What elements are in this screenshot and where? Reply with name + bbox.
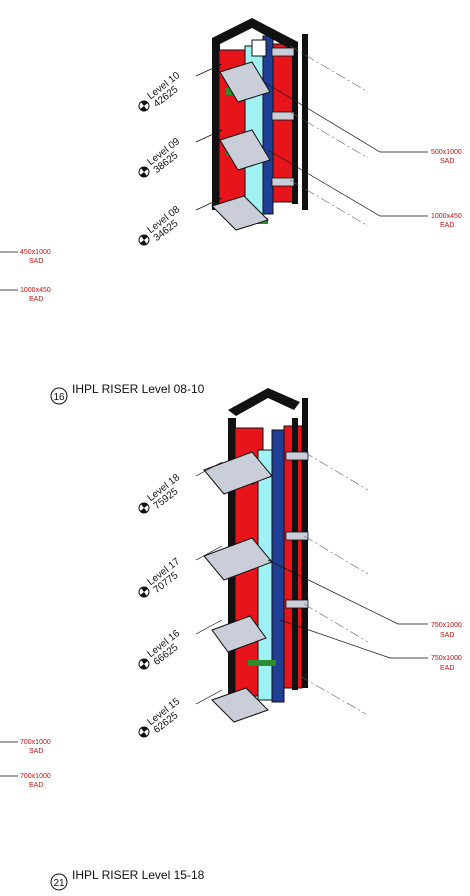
slab-level-08: [211, 195, 269, 231]
level-leaders-21: [195, 461, 223, 705]
top-block: [251, 39, 267, 57]
duct-size-tag: 1000x450: [431, 213, 462, 220]
level-symbol-icon: [138, 166, 150, 178]
duct-service-tag: EAD: [440, 222, 454, 229]
gridline: [303, 451, 369, 491]
duct-service-tag: EAD: [29, 782, 43, 789]
gridline: [289, 111, 369, 159]
slab-right-low: [285, 599, 309, 609]
leader: [195, 461, 223, 477]
level-marker-16-0: Level 10 42625: [138, 70, 182, 112]
duct-size-tag: 500x1000: [431, 149, 462, 156]
shaft-front-black: [292, 418, 298, 690]
duct-size-tag: 700x1000: [20, 739, 51, 746]
slab-right-low: [271, 177, 295, 187]
caption-title: IHPL RISER Level 15-18: [72, 868, 205, 882]
leader: [267, 559, 428, 625]
slab-right-top: [271, 47, 295, 57]
caption-number: 21: [53, 878, 65, 889]
green-band-1: [248, 660, 276, 666]
duct-service-tag: SAD: [440, 632, 454, 639]
level-symbol-icon: [138, 726, 150, 738]
caption-number-circle: [50, 387, 68, 405]
shaft-front-black: [292, 42, 298, 204]
leader: [195, 129, 223, 143]
level-marker-16-2: Level 08 34625: [138, 204, 182, 246]
level-symbol-icon: [138, 658, 150, 670]
slab-level-10: [219, 61, 271, 103]
caption-title: IHPL RISER Level 08-10: [72, 382, 205, 396]
caption-number-circle: [50, 873, 68, 891]
level-symbol-icon: [138, 502, 150, 514]
gridline: [289, 179, 369, 227]
view-caption-16: 16 IHPL RISER Level 08-10: [50, 382, 205, 405]
slab-right-mid: [271, 111, 295, 121]
right-tag-leaders-16: [263, 81, 428, 217]
duct-service-tag: SAD: [29, 258, 43, 265]
leader: [279, 619, 428, 659]
leader: [263, 81, 428, 153]
gridline: [303, 535, 369, 575]
shaft-back-black: [212, 38, 220, 210]
shaft-top-black: [212, 18, 298, 50]
level-marker-21-2: Level 16 66625: [138, 628, 182, 670]
floor-slabs-16: [211, 47, 295, 231]
riser-pole: [302, 398, 308, 688]
riser-view-16: Level 10 42625 Level 09 38625 Level 08 3…: [0, 18, 462, 405]
leader: [195, 63, 223, 77]
slab-right-mid: [285, 531, 309, 541]
gridlines-21: [299, 451, 369, 715]
level-marker-16-1: Level 09 38625: [138, 136, 182, 178]
level-symbol-icon: [138, 234, 150, 246]
slab-right-top: [285, 451, 309, 461]
riser-view-21: Level 18 75925 Level 17 70775 Level 16 6…: [0, 388, 462, 891]
leader: [195, 545, 223, 561]
duct-service-tag: EAD: [440, 665, 454, 672]
level-marker-21-3: Level 15 62625: [138, 696, 182, 738]
leader: [267, 149, 428, 217]
slab-level-18: [203, 451, 273, 495]
caption-number: 16: [53, 392, 65, 403]
duct-size-tag: 700x1000: [20, 773, 51, 780]
slab-level-09: [219, 129, 271, 171]
gridlines-16: [289, 45, 369, 227]
duct-service-tag: EAD: [29, 296, 43, 303]
leader: [195, 689, 223, 705]
riser-pole: [302, 34, 308, 210]
duct-size-tag: 450x1000: [20, 249, 51, 256]
duct-service-tag: SAD: [29, 748, 43, 755]
level-leaders-16: [195, 63, 223, 211]
floor-slabs-21: [203, 451, 309, 723]
slab-level-15: [211, 687, 269, 723]
left-tag-leaders-21: [0, 741, 18, 777]
duct-size-tag: 750x1000: [431, 655, 462, 662]
gridline: [303, 603, 369, 643]
level-symbol-icon: [138, 100, 150, 112]
level-marker-21-1: Level 17 70775: [138, 556, 182, 598]
duct-service-tag: SAD: [440, 158, 454, 165]
leader: [195, 197, 223, 211]
left-tag-leaders-16: [0, 251, 18, 291]
duct-size-tag: 1000x450: [20, 287, 51, 294]
level-symbol-icon: [138, 586, 150, 598]
slab-level-16: [211, 615, 267, 653]
gridline: [299, 675, 367, 715]
shaft-blue: [262, 35, 274, 215]
shaft-top-black: [228, 388, 300, 416]
level-marker-21-0: Level 18 75925: [138, 472, 182, 514]
view-caption-21: 21 IHPL RISER Level 15-18: [50, 868, 205, 891]
gridline: [289, 45, 369, 93]
leader: [195, 619, 223, 635]
duct-size-tag: 750x1000: [431, 622, 462, 629]
right-tag-leaders-21: [267, 559, 428, 659]
